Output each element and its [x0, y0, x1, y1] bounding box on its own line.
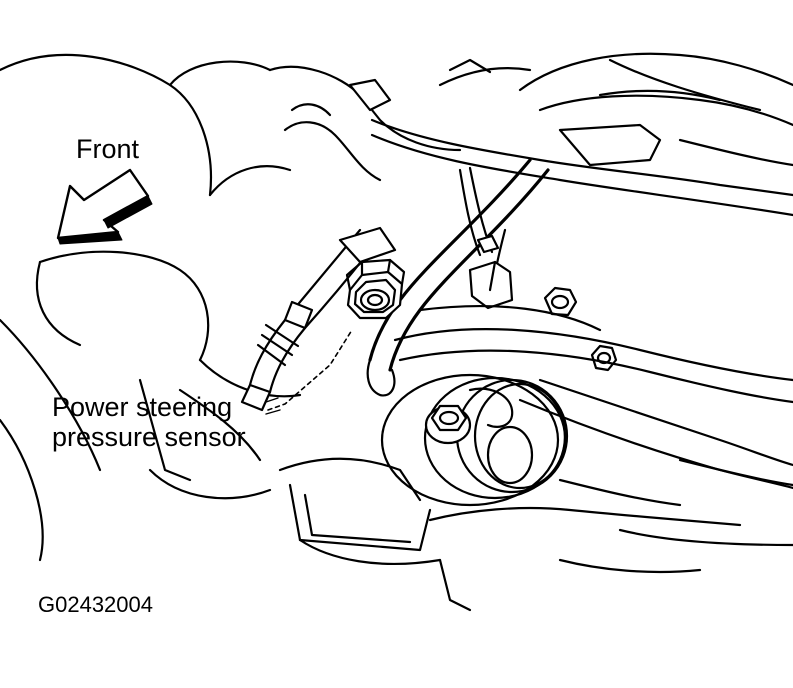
- sensor-label-line1: Power steering: [52, 392, 233, 422]
- pressure-sensor: [345, 258, 406, 320]
- sensor-leader-line: [265, 329, 353, 415]
- lower-components: [138, 378, 793, 612]
- pressure-line: [240, 226, 397, 412]
- figure-id: G02432004: [38, 592, 153, 617]
- return-hose: [366, 158, 550, 397]
- sensor-label-line2: pressure sensor: [52, 422, 246, 452]
- engine-upper: [268, 52, 793, 217]
- pump-belt: [393, 304, 793, 490]
- sensor-connector: [458, 166, 514, 310]
- pump-pulley: [380, 373, 569, 507]
- fender-outline: [0, 53, 302, 562]
- front-label: Front: [76, 134, 140, 164]
- front-direction-arrow: [56, 168, 153, 245]
